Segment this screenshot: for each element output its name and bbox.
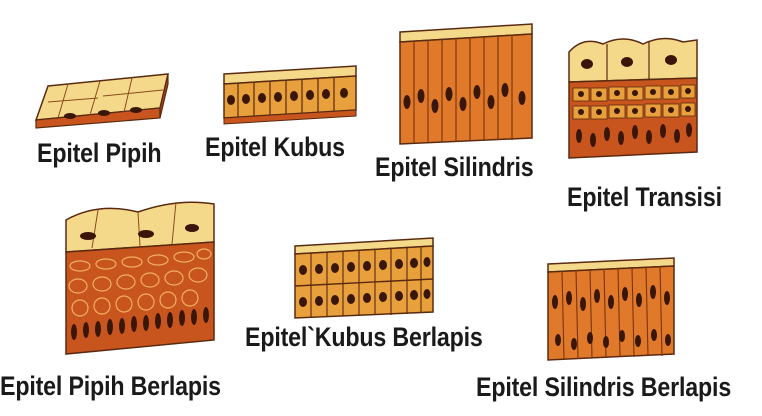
label-epitel-kubus: Epitel Kubus	[205, 132, 345, 163]
label-epitel-pipih: Epitel Pipih	[37, 138, 161, 169]
simple-columnar-epithelium-illustration	[392, 20, 542, 148]
stratified-columnar-epithelium-illustration	[542, 252, 682, 364]
label-epitel-silindris-berlapis: Epitel Silindris Berlapis	[476, 372, 731, 403]
simple-cuboidal-epithelium-illustration	[212, 60, 368, 128]
transitional-epithelium-illustration	[563, 32, 703, 162]
label-epitel-kubus-berlapis: Epitel`Kubus Berlapis	[245, 322, 483, 353]
label-epitel-pipih-berlapis: Epitel Pipih Berlapis	[0, 371, 221, 402]
label-epitel-silindris: Epitel Silindris	[375, 152, 534, 183]
stratified-squamous-epithelium-illustration	[58, 190, 220, 362]
simple-squamous-epithelium-illustration	[28, 68, 178, 130]
stratified-cuboidal-epithelium-illustration	[287, 232, 443, 322]
label-epitel-transisi: Epitel Transisi	[567, 182, 722, 213]
